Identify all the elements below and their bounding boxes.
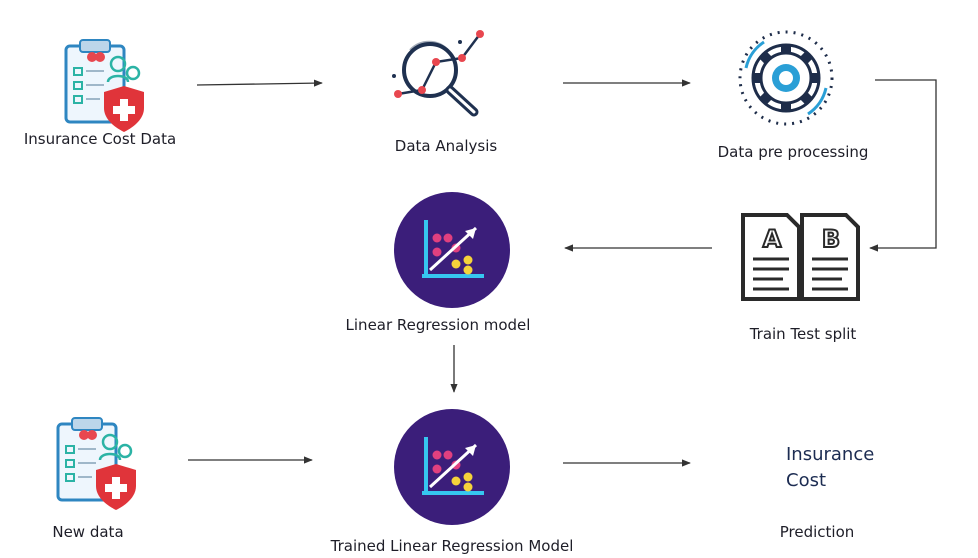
trained-model-label: Trained Linear Regression Model <box>330 537 574 555</box>
document-b-icon: B <box>800 213 860 301</box>
linear-regression-label: Linear Regression model <box>346 316 531 334</box>
clipboard-medical-icon-2 <box>56 416 138 512</box>
clipboard-medical-icon <box>64 39 144 132</box>
preprocessing-label: Data pre processing <box>718 143 869 161</box>
document-a-icon: A <box>741 213 801 301</box>
svg-text:A: A <box>763 225 782 253</box>
output-line-2: Cost <box>786 470 826 491</box>
insurance-data-label: Insurance Cost Data <box>24 130 176 148</box>
gear-processing-icon <box>738 30 834 126</box>
prediction-label: Prediction <box>780 523 855 541</box>
new-data-label: New data <box>52 523 123 541</box>
magnifier-analysis-icon <box>392 30 484 117</box>
arrow-preprocessing-to-split <box>869 79 937 252</box>
arrows <box>188 79 937 467</box>
train-test-split-label: Train Test split <box>749 325 857 343</box>
regression-model-icon <box>394 192 510 308</box>
svg-text:B: B <box>822 225 840 253</box>
trained-model-icon <box>392 407 512 527</box>
data-analysis-label: Data Analysis <box>395 137 498 155</box>
output-line-1: Insurance <box>786 444 874 465</box>
arrow-data-to-analysis <box>196 79 323 87</box>
